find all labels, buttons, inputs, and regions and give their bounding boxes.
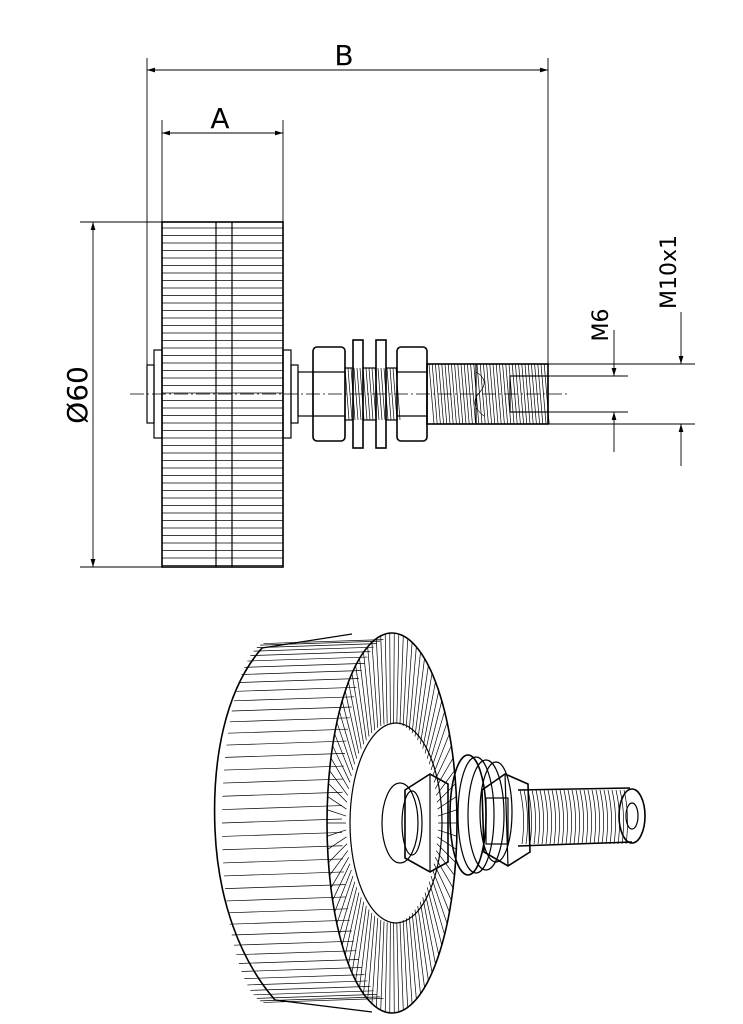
- knob-body: [146, 221, 299, 568]
- knob-ribs: [162, 227, 283, 566]
- knob-face-ribs: [327, 633, 457, 1013]
- dimension-m10-label: M10x1: [657, 235, 682, 309]
- dimension-m10: M10x1: [548, 235, 695, 466]
- dimension-diameter: Ø60: [61, 221, 162, 568]
- side-view: A B Ø60 M6 M10: [61, 39, 695, 568]
- dimension-m6-label: M6: [589, 309, 614, 342]
- dimension-a: A: [161, 102, 284, 222]
- iso-threaded-stud: [517, 787, 646, 847]
- dimension-b: B: [146, 39, 549, 365]
- iso-washers: [449, 754, 513, 876]
- dimension-a-label: A: [210, 102, 229, 135]
- iso-stud-threads: [519, 789, 628, 845]
- isometric-view: [213, 632, 646, 1014]
- dimension-m6: M6: [548, 309, 628, 452]
- dimension-diameter-label: Ø60: [61, 366, 94, 424]
- knob-side-ribs: [221, 639, 384, 1003]
- iso-nut-2: [481, 773, 531, 867]
- dimension-b-label: B: [334, 39, 353, 72]
- iso-nut-1: [401, 773, 449, 873]
